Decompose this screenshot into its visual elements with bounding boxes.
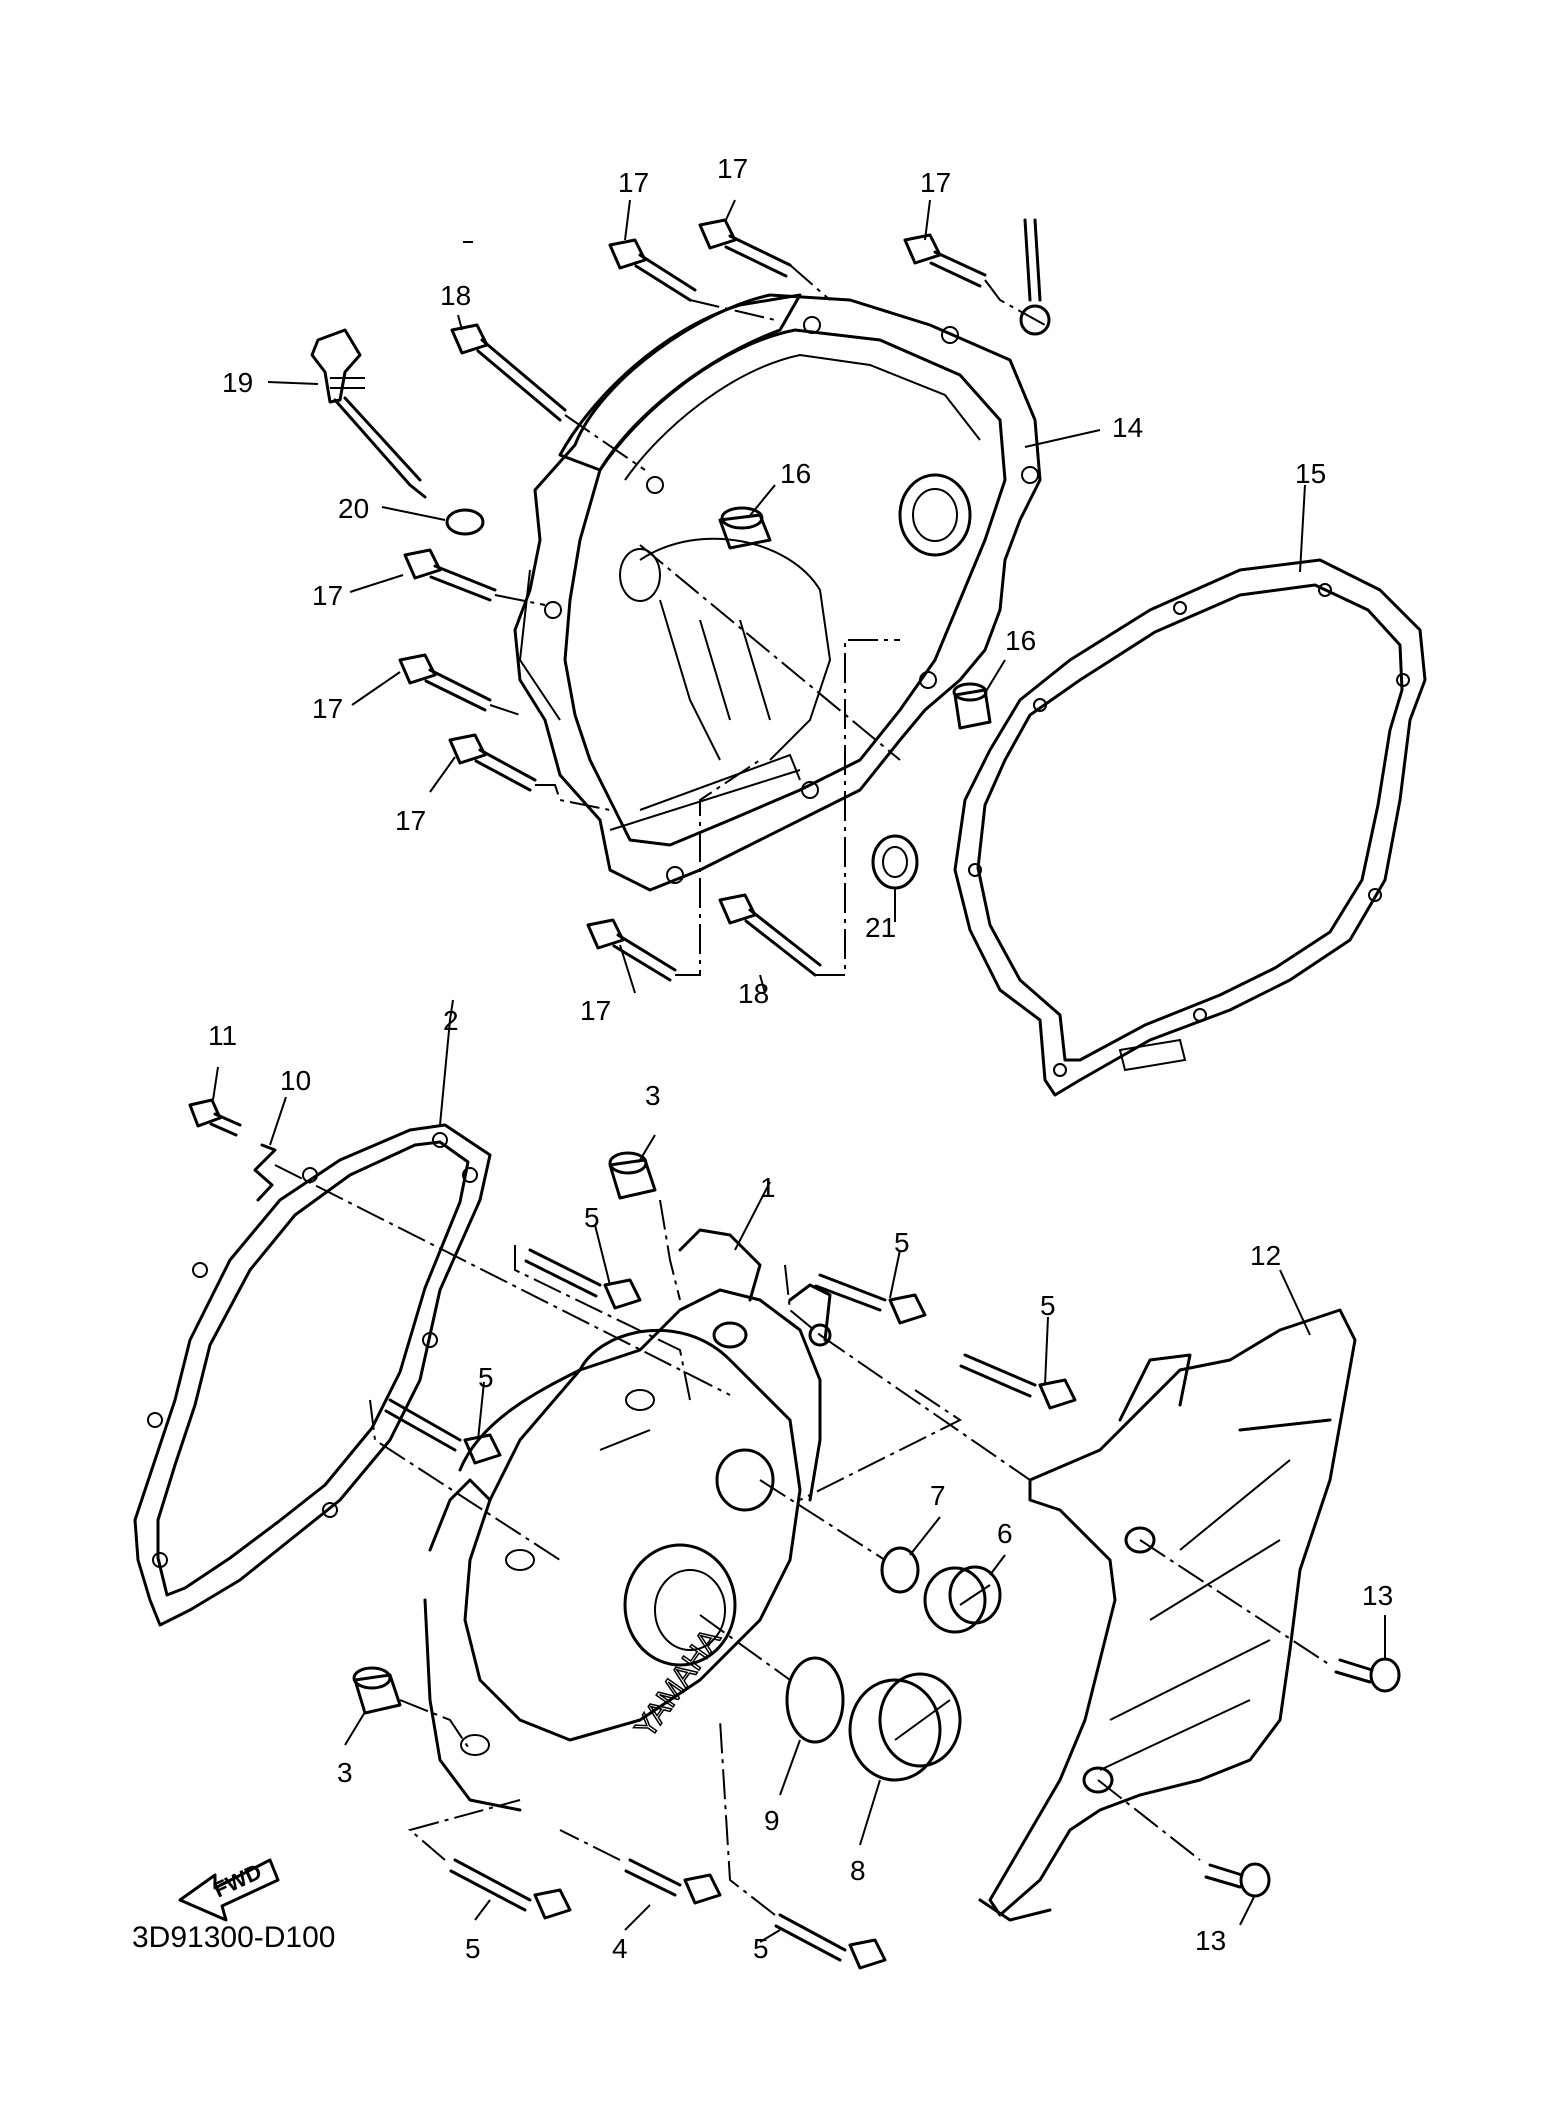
crankcase-cover-inner — [513, 293, 1042, 892]
callout-17-top-right: 17 — [920, 167, 951, 198]
bolt-17-left-3 — [448, 733, 537, 792]
screw-13-upper — [1334, 1657, 1401, 1693]
cover-bolt-holes — [544, 316, 1039, 884]
gasket-15 — [953, 558, 1427, 1097]
callout-6: 6 — [997, 1518, 1013, 1549]
callout-13-lower: 13 — [1195, 1925, 1226, 1956]
bolt-5-middle-left — [384, 1398, 502, 1465]
callout-21: 21 — [865, 912, 896, 943]
callout-13-upper: 13 — [1362, 1580, 1393, 1611]
sprocket-cover-12 — [978, 1308, 1357, 1922]
bolt-5-upper-right — [959, 1353, 1077, 1410]
callout-leaders — [212, 199, 1386, 1943]
oil-seal-21 — [871, 834, 919, 890]
o-ring-7 — [880, 1546, 920, 1594]
o-ring-9 — [785, 1656, 845, 1744]
lower-leader-lines — [274, 1164, 1331, 1916]
callout-14: 14 — [1112, 412, 1143, 443]
upper-leader-lines — [489, 264, 1046, 976]
callout-15: 15 — [1295, 458, 1326, 489]
dipstick-19 — [310, 328, 427, 499]
screw-13-lower — [1204, 1862, 1271, 1898]
screw-11 — [188, 1098, 242, 1137]
callout-5-upper-right: 5 — [1040, 1290, 1056, 1321]
callout-4: 4 — [612, 1933, 628, 1964]
callout-9: 9 — [764, 1805, 780, 1836]
forward-direction-arrow: FWD — [178, 1858, 280, 1922]
plug-6 — [923, 1565, 1002, 1634]
callout-5-middle-left: 5 — [478, 1362, 494, 1393]
gasket-2 — [133, 1123, 492, 1627]
callout-17-top-left: 17 — [618, 167, 649, 198]
callout-18-lower: 18 — [738, 978, 769, 1009]
callout-17-left-3: 17 — [395, 805, 426, 836]
bolt-5-bottom-right — [774, 1913, 887, 1970]
bolt-17-top-right — [903, 233, 987, 288]
dowel-pin-16-right — [952, 682, 992, 730]
callout-20: 20 — [338, 493, 369, 524]
callout-12: 12 — [1250, 1240, 1281, 1271]
bolt-17-bottom — [586, 918, 677, 982]
bolt-17-top-left — [608, 238, 697, 302]
callout-7: 7 — [930, 1480, 946, 1511]
bolt-17-left-1 — [403, 548, 497, 602]
callout-8: 8 — [850, 1855, 866, 1886]
bolt-5-upper-center — [814, 1273, 927, 1325]
bolt-17-top-center — [698, 218, 792, 278]
bolt-17-left-2 — [398, 653, 492, 712]
crankcase-cover-1 — [423, 1228, 832, 1812]
diagram-code: 3D91300-D100 — [132, 1921, 335, 1954]
fwd-label: FWD — [210, 1859, 266, 1903]
clip-10 — [253, 1143, 277, 1202]
crankcase-cover-outer — [518, 293, 802, 721]
bolt-18-upper — [450, 323, 567, 422]
bolt-5-bottom-left — [449, 1858, 572, 1920]
callout-5-upper-center: 5 — [894, 1227, 910, 1258]
callout-11: 11 — [208, 1020, 237, 1051]
callout-5-bottom-left: 5 — [465, 1933, 481, 1964]
bolt-4 — [624, 1858, 722, 1905]
callout-17-top-center: 17 — [717, 153, 748, 184]
callout-17-left-1: 17 — [312, 580, 343, 611]
dowel-pin-3-upper — [608, 1151, 657, 1200]
callout-16-upper: 16 — [780, 458, 811, 489]
wire-harness-clamp — [1019, 218, 1051, 336]
callout-5-bottom-right: 5 — [753, 1933, 769, 1964]
callout-5-upper-left: 5 — [584, 1202, 600, 1233]
dowel-pin-3-lower — [352, 1666, 402, 1715]
callout-18-upper: 18 — [440, 280, 471, 311]
plug-8 — [848, 1672, 962, 1782]
callout-16-right: 16 — [1005, 625, 1036, 656]
callout-1: 1 — [760, 1172, 776, 1203]
callout-17-left-2: 17 — [312, 693, 343, 724]
callout-3-lower: 3 — [337, 1757, 353, 1788]
callout-2: 2 — [443, 1005, 459, 1036]
dowel-pin-16-upper — [718, 506, 772, 550]
brand-mark: YAMAHA — [629, 1623, 727, 1744]
bolt-18-lower — [718, 893, 822, 977]
bolt-5-upper-left — [524, 1248, 642, 1310]
callout-3-upper: 3 — [645, 1080, 661, 1111]
o-ring-20 — [445, 508, 485, 536]
callout-10: 10 — [280, 1065, 311, 1096]
callout-19: 19 — [222, 367, 253, 398]
callout-17-bottom: 17 — [580, 995, 611, 1026]
